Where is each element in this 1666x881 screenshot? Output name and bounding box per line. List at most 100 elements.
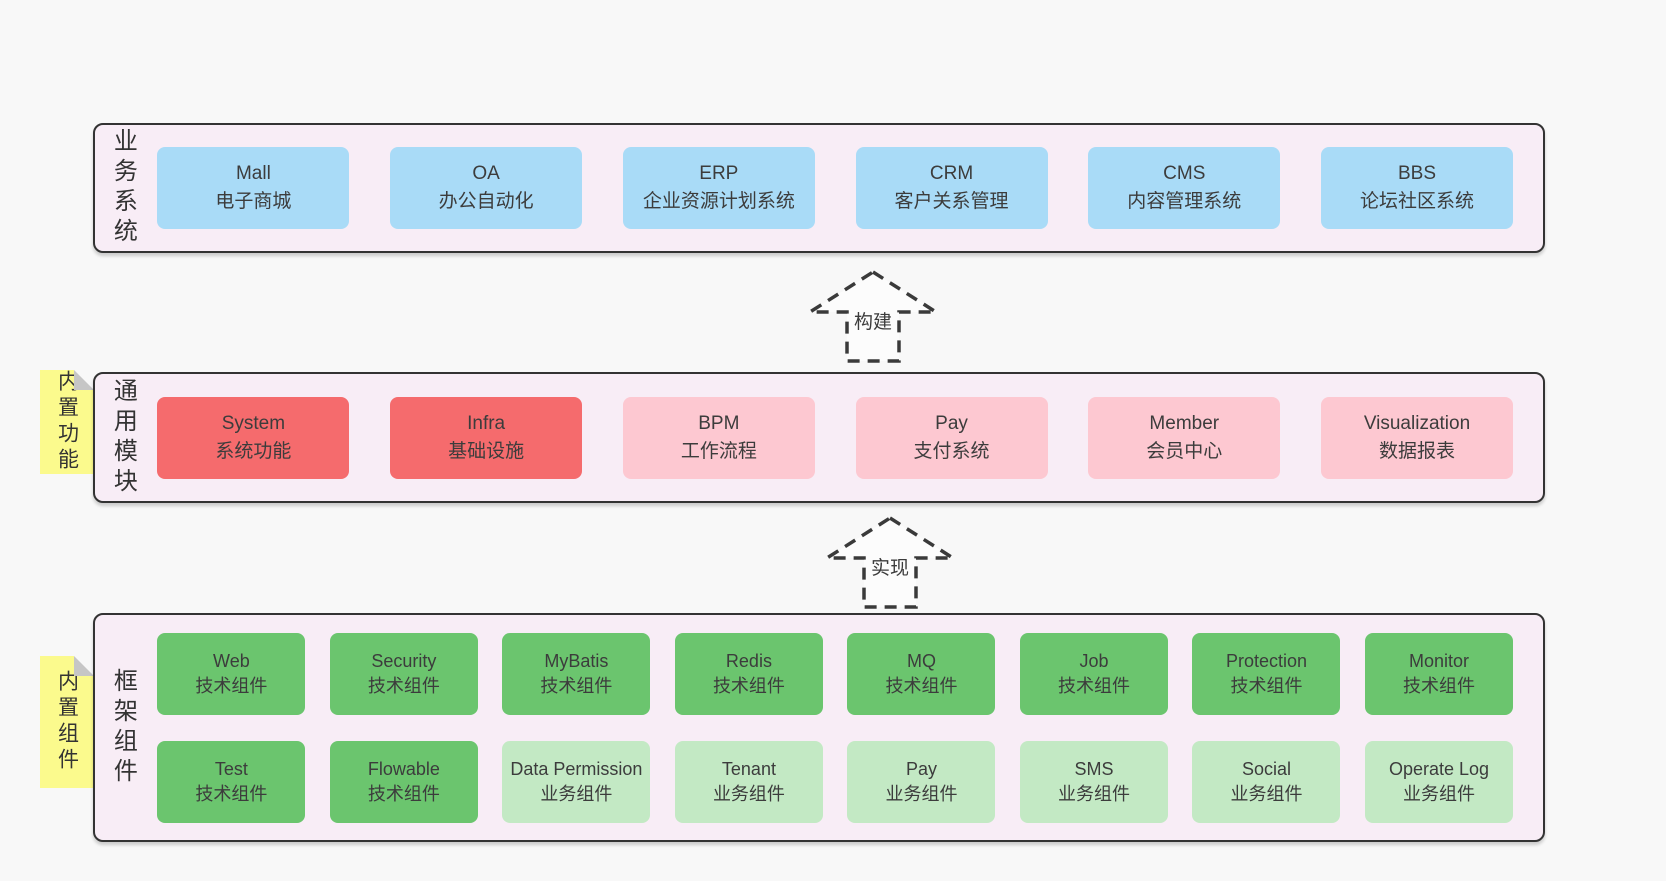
box-subtitle: 技术组件 (1057, 675, 1130, 696)
box-system: System 系统功能 (157, 396, 350, 479)
box-title: Mall (235, 163, 271, 184)
box-subtitle: 技术组件 (367, 783, 440, 804)
box-title: ERP (699, 163, 739, 184)
box-title: MQ (906, 650, 936, 671)
sticky-note-label: 内置组件 (55, 670, 79, 774)
box-subtitle: 业务组件 (1230, 783, 1303, 804)
box-title: Flowable (367, 758, 440, 779)
sticky-note-label: 内置功能 (55, 370, 79, 474)
box-subtitle: 会员中心 (1146, 440, 1223, 462)
box-visualization: Visualization 数据报表 (1320, 396, 1513, 479)
box-subtitle: 技术组件 (195, 675, 268, 696)
box-title: Data Permission (510, 758, 643, 779)
box-title: Security (371, 650, 437, 671)
box-title: Infra (467, 412, 506, 434)
box-title: Monitor (1408, 650, 1470, 671)
box-title: CMS (1163, 163, 1206, 184)
box-title: Social (1241, 758, 1291, 779)
box-title: Web (213, 650, 250, 671)
box-title: Visualization (1363, 412, 1471, 434)
box-cms: CMS 内容管理系统 (1088, 147, 1281, 229)
business-box-row: Mall 电子商城 OA 办公自动化 ERP 企业资源计划系统 CRM 客户关系… (157, 147, 1513, 229)
box-subtitle: 技术组件 (885, 675, 958, 696)
box-data-permission: Data Permission 业务组件 (502, 740, 651, 823)
box-bpm: BPM 工作流程 (622, 396, 815, 479)
box-subtitle: 论坛社区系统 (1359, 191, 1474, 212)
box-subtitle: 数据报表 (1378, 440, 1455, 462)
arrow-build: 构建 (797, 266, 949, 366)
box-title: Member (1149, 412, 1220, 434)
box-bbs: BBS 论坛社区系统 (1320, 147, 1513, 229)
box-subtitle: 业务组件 (1057, 783, 1130, 804)
box-security: Security 技术组件 (329, 632, 478, 715)
box-subtitle: 工作流程 (680, 440, 757, 462)
box-job: Job 技术组件 (1019, 632, 1168, 715)
panel-common-modules: 通用模块 System 系统功能 Infra 基础设施 BPM 工作流程 Pay… (93, 372, 1545, 503)
box-pay-component: Pay 业务组件 (847, 740, 996, 823)
sticky-note-builtin-components: 内置组件 (40, 656, 94, 788)
box-mall: Mall 电子商城 (157, 147, 350, 229)
box-social: Social 业务组件 (1192, 740, 1341, 823)
box-title: OA (472, 163, 500, 184)
box-subtitle: 企业资源计划系统 (642, 191, 795, 212)
box-web: Web 技术组件 (157, 632, 306, 715)
box-title: Pay (935, 412, 968, 434)
box-title: Tenant (721, 758, 776, 779)
box-subtitle: 技术组件 (367, 675, 440, 696)
box-mybatis: MyBatis 技术组件 (502, 632, 651, 715)
box-subtitle: 系统功能 (215, 440, 292, 462)
box-subtitle: 技术组件 (1403, 675, 1475, 696)
box-title: Pay (905, 758, 937, 779)
box-sms: SMS 业务组件 (1019, 740, 1168, 823)
box-title: Test (214, 758, 248, 779)
box-crm: CRM 客户关系管理 (855, 147, 1048, 229)
panel-business-systems: 业务系统 Mall 电子商城 OA 办公自动化 ERP 企业资源计划系统 CRM… (93, 123, 1545, 253)
box-title: CRM (929, 163, 974, 184)
panel-label-business-systems: 业务系统 (109, 128, 137, 248)
box-title: SMS (1074, 758, 1114, 779)
box-member: Member 会员中心 (1088, 396, 1281, 479)
box-subtitle: 客户关系管理 (894, 191, 1009, 212)
box-subtitle: 技术组件 (195, 783, 268, 804)
panel-framework-components: 框架组件 Web 技术组件 Security 技术组件 MyBatis 技术组件… (93, 613, 1545, 842)
box-operate-log: Operate Log 业务组件 (1365, 740, 1513, 823)
box-subtitle: 技术组件 (712, 675, 785, 696)
box-subtitle: 办公自动化 (438, 191, 534, 212)
box-title: MyBatis (544, 650, 609, 671)
sticky-note-builtin-features: 内置功能 (40, 370, 94, 474)
box-infra: Infra 基础设施 (390, 396, 583, 479)
box-subtitle: 业务组件 (885, 783, 958, 804)
box-flowable: Flowable 技术组件 (329, 740, 478, 823)
components-row-2: Test 技术组件 Flowable 技术组件 Data Permission … (157, 740, 1513, 823)
box-title: System (221, 412, 286, 434)
box-tenant: Tenant 业务组件 (674, 740, 823, 823)
arrow-implement-label: 实现 (867, 557, 913, 581)
box-subtitle: 基础设施 (448, 440, 525, 462)
box-subtitle: 技术组件 (540, 675, 613, 696)
panel-label-common-modules: 通用模块 (109, 377, 137, 498)
box-erp: ERP 企业资源计划系统 (622, 147, 815, 229)
box-title: Operate Log (1388, 758, 1490, 779)
box-title: BPM (698, 412, 740, 434)
components-grid: Web 技术组件 Security 技术组件 MyBatis 技术组件 Redi… (157, 632, 1513, 823)
components-row-1: Web 技术组件 Security 技术组件 MyBatis 技术组件 Redi… (157, 632, 1513, 715)
box-title: Protection (1225, 650, 1307, 671)
box-redis: Redis 技术组件 (674, 632, 823, 715)
box-oa: OA 办公自动化 (390, 147, 583, 229)
box-test: Test 技术组件 (157, 740, 306, 823)
box-monitor: Monitor 技术组件 (1365, 632, 1513, 715)
box-subtitle: 技术组件 (1230, 675, 1303, 696)
box-subtitle: 业务组件 (1403, 783, 1475, 804)
box-protection: Protection 技术组件 (1192, 632, 1341, 715)
box-title: Job (1079, 650, 1109, 671)
arrow-build-label: 构建 (850, 311, 896, 335)
box-subtitle: 支付系统 (913, 440, 990, 462)
box-subtitle: 电子商城 (215, 191, 292, 212)
box-subtitle: 内容管理系统 (1127, 191, 1242, 212)
panel-label-framework-components: 框架组件 (109, 667, 137, 788)
box-pay-system: Pay 支付系统 (855, 396, 1048, 479)
box-title: Redis (725, 650, 772, 671)
modules-box-row: System 系统功能 Infra 基础设施 BPM 工作流程 Pay 支付系统… (157, 396, 1513, 479)
box-mq: MQ 技术组件 (847, 632, 996, 715)
